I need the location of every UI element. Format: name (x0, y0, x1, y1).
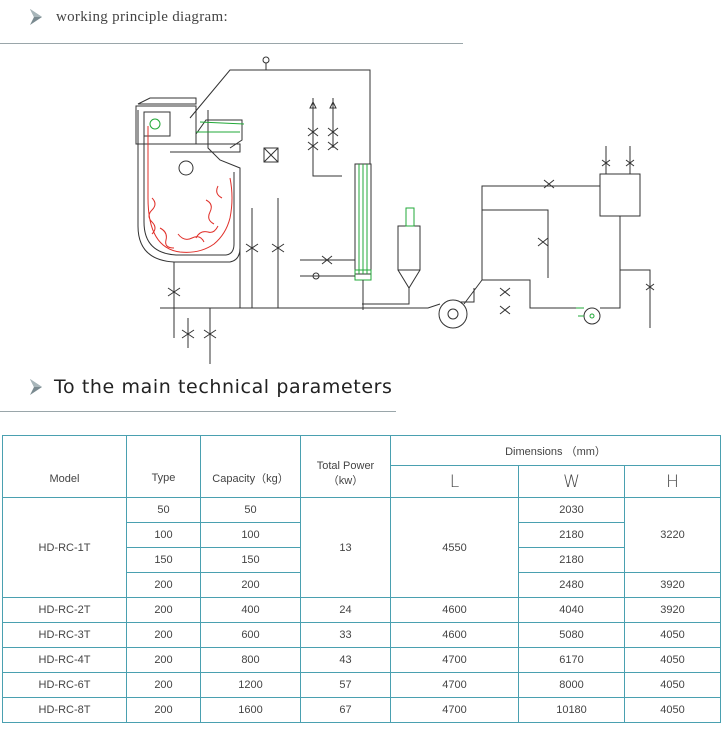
length-cell: 4600 (390, 622, 519, 648)
power-cell: 57 (300, 672, 391, 698)
height-cell: 3920 (623, 597, 722, 623)
width-cell: 8000 (518, 672, 625, 698)
type-cell: 200 (126, 672, 201, 698)
type-cell: 200 (126, 572, 201, 598)
capacity-cell: 150 (200, 547, 301, 573)
capacity-cell: 1200 (200, 672, 301, 698)
valve-group-left (307, 98, 342, 177)
heating-coil (147, 126, 233, 253)
header-capacity: Capacity（kg） (200, 435, 301, 498)
type-cell: 200 (126, 647, 201, 673)
table-row: HD-RC-8T 200 1600 67 4700 10180 4050 (2, 697, 722, 723)
header-power-label: Total Power (316, 459, 375, 472)
storage-tank (599, 146, 655, 328)
header-width: W (518, 465, 625, 498)
height-cell: 4050 (623, 647, 722, 673)
power-cell: 33 (300, 622, 391, 648)
working-principle-diagram (135, 56, 655, 364)
model-cell: HD-RC-6T (2, 672, 127, 698)
length-cell: 4550 (390, 497, 519, 598)
power-cell: 24 (300, 597, 391, 623)
model-cell: HD-RC-1T (2, 497, 127, 598)
table-row: HD-RC-3T 200 600 33 4600 5080 4050 (2, 622, 722, 648)
type-cell: 50 (126, 497, 201, 523)
diagram-section-heading: working principle diagram: (28, 4, 228, 30)
height-cell: 4050 (623, 622, 722, 648)
header-dimensions: Dimensions （mm） (389, 435, 722, 466)
chevron-right-icon (30, 9, 42, 25)
height-cell: 3220 (623, 497, 722, 573)
height-cell: 4050 (623, 672, 722, 698)
diagram-heading-text: working principle diagram: (56, 8, 228, 25)
top-hood (149, 118, 279, 163)
height-cell: 4050 (623, 697, 722, 723)
header-model: Model (2, 435, 127, 498)
capacity-cell: 200 (200, 572, 301, 598)
capacity-cell: 1600 (200, 697, 301, 723)
type-cell: 200 (126, 622, 201, 648)
pressure-gauge-icon (262, 56, 270, 64)
width-cell: 2480 (518, 572, 625, 598)
type-cell: 150 (126, 547, 201, 573)
drain-line (160, 248, 441, 309)
capacity-cell: 400 (200, 597, 301, 623)
width-cell: 2180 (518, 522, 625, 548)
capacity-cell: 100 (200, 522, 301, 548)
table-row: HD-RC-6T 200 1200 57 4700 8000 4050 (2, 672, 722, 698)
table-row: 150 150 2180 (3, 547, 721, 573)
length-cell: 4700 (390, 647, 519, 673)
header-length: L (390, 465, 519, 498)
power-cell: 13 (300, 497, 391, 598)
height-cell: 3920 (623, 572, 722, 598)
capacity-cell: 50 (200, 497, 301, 523)
chevron-right-icon (30, 379, 42, 395)
model-cell: HD-RC-2T (2, 597, 127, 623)
capacity-cell: 800 (200, 647, 301, 673)
type-cell: 200 (126, 697, 201, 723)
section-divider (0, 43, 463, 44)
table-row: HD-RC-2T 200 400 24 4600 4040 3920 (2, 597, 722, 623)
model-cell: HD-RC-4T (2, 647, 127, 673)
params-heading-text: To the main technical parameters (54, 376, 393, 398)
params-section-heading: To the main technical parameters (28, 372, 393, 402)
model-cell: HD-RC-8T (2, 697, 127, 723)
type-cell: 100 (126, 522, 201, 548)
width-cell: 6170 (518, 647, 625, 673)
capacity-cell: 600 (200, 622, 301, 648)
header-type: Type (126, 435, 201, 498)
header-total-power: Total Power （kw） (300, 435, 391, 498)
cooker-vessel (135, 97, 241, 263)
power-cell: 67 (300, 697, 391, 723)
table-row: HD-RC-4T 200 800 43 4700 6170 4050 (2, 647, 722, 673)
separator-tank (362, 207, 421, 305)
type-cell: 200 (126, 597, 201, 623)
vapor-line (189, 69, 371, 164)
header-power-unit: （kw） (327, 474, 364, 487)
length-cell: 4600 (390, 597, 519, 623)
table-row: 100 100 2180 (3, 522, 721, 548)
length-cell: 4700 (390, 672, 519, 698)
width-cell: 4040 (518, 597, 625, 623)
section-divider (0, 411, 396, 412)
width-cell: 5080 (518, 622, 625, 648)
circulation-pump (438, 179, 601, 329)
condenser-column (354, 163, 372, 310)
small-pump (576, 307, 601, 325)
power-cell: 43 (300, 647, 391, 673)
table-row: HD-RC-1T 50 50 13 4550 2030 3220 (2, 497, 722, 598)
length-cell: 4700 (390, 697, 519, 723)
width-cell: 2030 (518, 497, 625, 523)
width-cell: 2180 (518, 547, 625, 573)
parameters-table: Model Type Capacity（kg） Total Power （kw）… (2, 435, 722, 723)
width-cell: 10180 (518, 697, 625, 723)
header-height: H (623, 465, 722, 498)
model-cell: HD-RC-3T (2, 622, 127, 648)
